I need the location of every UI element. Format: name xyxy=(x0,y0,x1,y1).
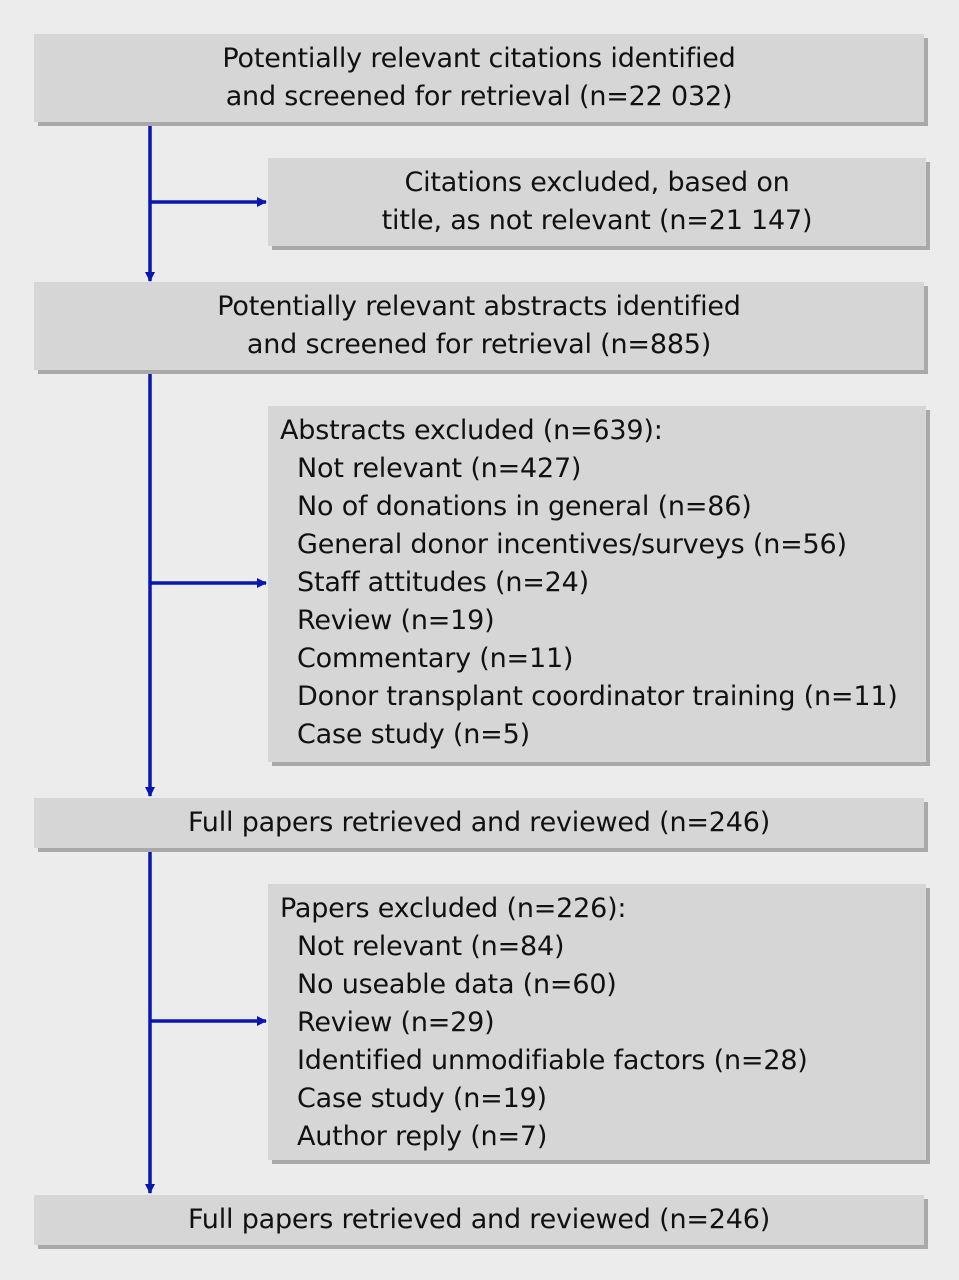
abstracts-screened-box: Potentially relevant abstracts identifie… xyxy=(34,282,924,370)
box-text-line: Potentially relevant abstracts identifie… xyxy=(217,291,741,322)
papers-excluded-box: Papers excluded (n=226): Not relevant (n… xyxy=(268,884,926,1160)
box-text-line: and screened for retrieval (n=885) xyxy=(246,329,712,360)
box-text-line: title, as not relevant (n=21 147) xyxy=(381,205,813,236)
final-papers-box: Full papers retrieved and reviewed (n=24… xyxy=(34,1195,924,1245)
exclusion-item: Identified unmodifiable factors (n=28) xyxy=(297,1045,808,1076)
full-papers-reviewed-box: Full papers retrieved and reviewed (n=24… xyxy=(34,798,924,848)
box-text-line: and screened for retrieval (n=22 032) xyxy=(225,81,733,112)
exclusion-item: General donor incentives/surveys (n=56) xyxy=(297,529,847,560)
abstracts-excluded-box: Abstracts excluded (n=639): Not relevant… xyxy=(268,406,926,762)
exclusion-item: Not relevant (n=427) xyxy=(297,453,582,484)
exclusion-item: Commentary (n=11) xyxy=(297,643,574,674)
exclusion-item: Staff attitudes (n=24) xyxy=(297,567,589,598)
exclusion-item: Review (n=29) xyxy=(297,1007,495,1038)
exclusion-item: Donor transplant coordinator training (n… xyxy=(297,681,898,712)
exclusion-item: Case study (n=5) xyxy=(297,719,530,750)
box-text-line: Full papers retrieved and reviewed (n=24… xyxy=(187,807,771,838)
exclusion-heading: Papers excluded (n=226): xyxy=(280,893,627,924)
exclusion-item: Author reply (n=7) xyxy=(297,1121,548,1152)
exclusion-item: No of donations in general (n=86) xyxy=(297,491,752,522)
box-text-line: Potentially relevant citations identifie… xyxy=(222,43,736,74)
exclusion-item: Review (n=19) xyxy=(297,605,495,636)
box-text-line: Full papers retrieved and reviewed (n=24… xyxy=(187,1204,771,1235)
box-text-line: Citations excluded, based on xyxy=(404,167,790,198)
exclusion-item: Case study (n=19) xyxy=(297,1083,547,1114)
exclusion-item: Not relevant (n=84) xyxy=(297,931,565,962)
exclusion-item: No useable data (n=60) xyxy=(297,969,617,1000)
exclusion-heading: Abstracts excluded (n=639): xyxy=(280,415,663,446)
citations-excluded-box: Citations excluded, based on title, as n… xyxy=(268,158,926,246)
identified-citations-box: Potentially relevant citations identifie… xyxy=(34,34,924,122)
